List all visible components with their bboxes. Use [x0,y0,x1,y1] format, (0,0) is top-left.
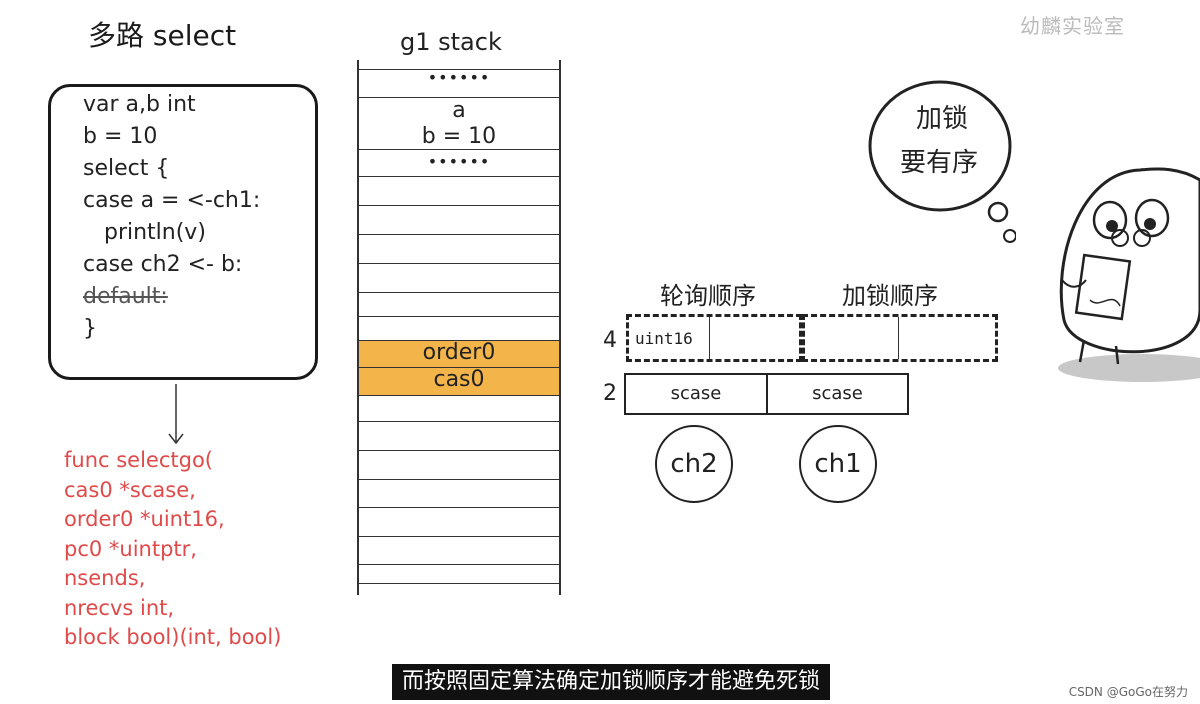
egg-character-icon [1058,167,1200,382]
row-count-2: 2 [603,381,617,406]
stack-ellipsis-bottom: •••••• [427,152,491,171]
stack-slot-b: b = 10 [421,124,497,149]
default-case-struck: default: [83,284,168,309]
code-line: println(v) [83,220,206,245]
channel-logo: 幼麟实验室 [1020,14,1125,38]
code-line: b = 10 [83,124,158,149]
func-line: func selectgo( [64,448,213,472]
channel-ch1: ch1 [799,425,877,503]
poll-order-array: uint16 [626,314,802,362]
scase-box-1: scase [624,373,768,415]
bubble-line-2: 要有序 [900,148,979,178]
stack-ellipsis-top: •••••• [427,68,491,87]
stack-title: g1 stack [400,28,502,56]
stack-label-order0: order0 [422,340,496,365]
func-line: order0 *uint16, [64,507,225,531]
code-box: var a,b int b = 10 select { case a = <-c… [48,84,318,380]
poll-order-label: 轮询顺序 [660,282,756,310]
lock-order-array [802,314,998,362]
func-line: pc0 *uintptr, [64,536,197,561]
stack-label-cas0: cas0 [433,367,485,392]
func-line: nrecvs int, [64,595,175,620]
watermark: CSDN @GoGo在努力 [1068,685,1188,699]
stack-slot-cas0 [359,367,559,396]
down-arrow-icon [168,384,184,445]
func-line: block bool)(int, bool) [64,625,282,649]
channel-ch2: ch2 [655,425,733,503]
row-count-4: 4 [603,328,617,353]
func-signature: func selectgo( cas0 *scase, order0 *uint… [64,446,281,653]
video-subtitle: 而按照固定算法确定加锁顺序才能避免死锁 [392,664,831,700]
lock-order-label: 加锁顺序 [842,282,938,310]
func-line: cas0 *scase, [64,477,196,502]
scase-box-2: scase [766,373,909,415]
code-line: select { [83,156,170,181]
code-closing-brace: } [83,316,97,341]
code-line: case a = <-ch1: [83,188,261,213]
code-line: case ch2 <- b: [83,252,243,277]
g1-stack: •••••• a b = 10 •••••• order0 cas0 [357,60,561,595]
stack-slot-a: a [452,98,466,123]
thought-bubble-icon [868,80,1016,243]
func-line: nsends, [64,566,146,590]
bubble-line-1: 加锁 [916,104,969,134]
uint16-label: uint16 [635,329,693,348]
code-line: var a,b int [83,92,196,117]
page-title: 多路 select [88,19,237,52]
